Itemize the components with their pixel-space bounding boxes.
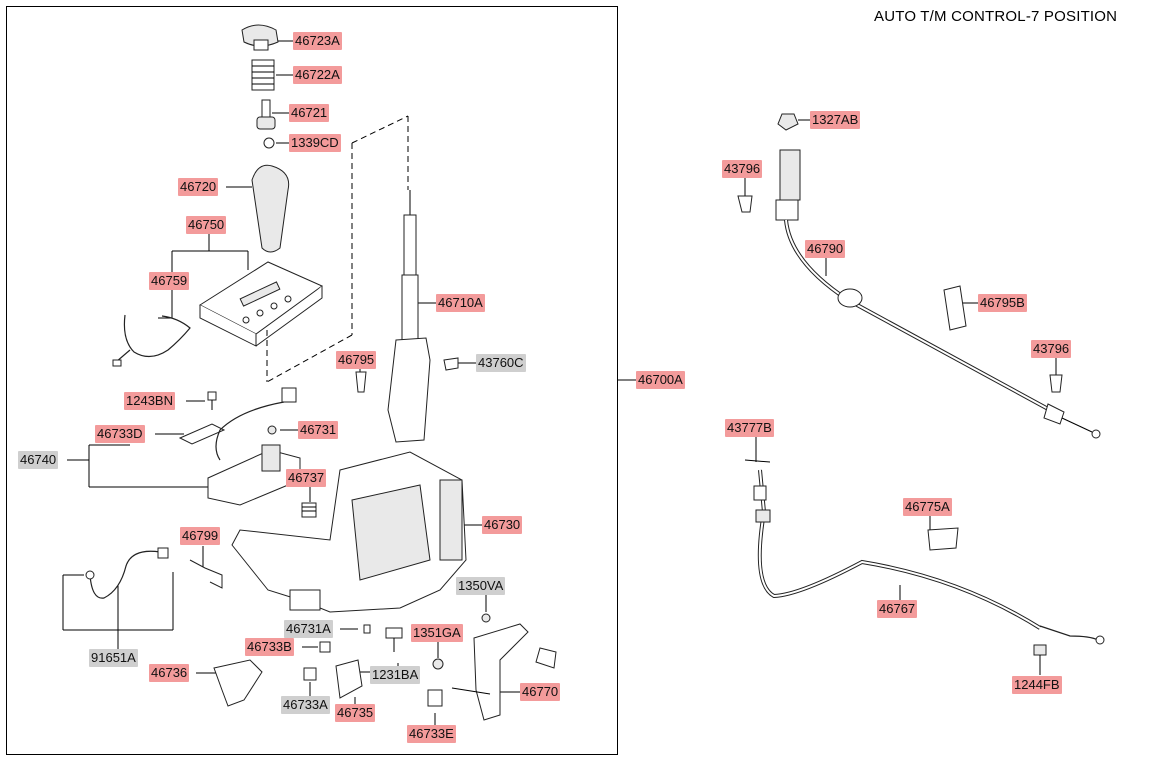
part-label-43796-upper[interactable]: 43796 (722, 160, 763, 178)
diagram-title: AUTO T/M CONTROL-7 POSITION (874, 8, 1118, 25)
pin-46731A (363, 624, 371, 634)
base-46730 (231, 451, 467, 613)
nut-1327AB (777, 113, 799, 131)
part-label-1231BA[interactable]: 1231BA (370, 666, 421, 684)
cover-46733D (178, 423, 226, 445)
part-label-1327AB[interactable]: 1327AB (810, 111, 861, 129)
clip-43796-lower (1049, 374, 1063, 393)
shift-knob-46720 (251, 164, 290, 253)
part-label-46733D[interactable]: 46733D (95, 425, 145, 443)
part-label-46740[interactable]: 46740 (18, 451, 59, 469)
part-label-46700A[interactable]: 46700A (636, 371, 685, 389)
clip-43760C (443, 357, 459, 371)
part-label-46710A[interactable]: 46710A (436, 294, 485, 312)
bracket-46775A (927, 527, 959, 551)
clip-46733A (303, 667, 317, 681)
part-label-46731[interactable]: 46731 (298, 421, 339, 439)
part-label-1244FB[interactable]: 1244FB (1012, 676, 1062, 694)
part-label-46722A[interactable]: 46722A (293, 66, 342, 84)
part-label-43760C[interactable]: 43760C (476, 354, 526, 372)
washer-1351GA (432, 658, 444, 670)
spring-46737 (301, 502, 317, 518)
part-label-46733A[interactable]: 46733A (281, 696, 330, 714)
part-label-46795B[interactable]: 46795B (978, 294, 1027, 312)
cable-46767 (744, 459, 1105, 645)
clip-46799 (189, 559, 223, 589)
part-label-46736[interactable]: 46736 (149, 664, 190, 682)
button-46721 (256, 99, 276, 130)
part-label-46767[interactable]: 46767 (877, 600, 918, 618)
part-label-46750[interactable]: 46750 (186, 216, 227, 234)
wire-46759 (112, 314, 191, 367)
part-label-46770[interactable]: 46770 (520, 683, 561, 701)
part-label-43796-lower[interactable]: 43796 (1031, 340, 1072, 358)
bolt-1243BN (207, 391, 217, 410)
part-label-46733E[interactable]: 46733E (407, 725, 456, 743)
part-label-46775A[interactable]: 46775A (903, 498, 952, 516)
indicator-panel-46750 (198, 261, 323, 347)
part-label-46721[interactable]: 46721 (289, 104, 330, 122)
part-label-1350VA[interactable]: 1350VA (456, 577, 506, 595)
bracket-46736 (213, 659, 263, 707)
part-label-46737[interactable]: 46737 (286, 469, 327, 487)
cable-46790 (775, 149, 1101, 439)
wire-91651A (85, 547, 169, 599)
part-label-1351GA[interactable]: 1351GA (411, 624, 463, 642)
part-label-46733B[interactable]: 46733B (245, 638, 294, 656)
shaft-46710A (387, 190, 431, 443)
nut-1339CD (263, 137, 275, 149)
solenoid-46740 (207, 387, 301, 506)
clip-43796-upper (737, 195, 753, 213)
part-label-1243BN[interactable]: 1243BN (124, 392, 175, 410)
bracket-46795B (943, 285, 967, 331)
lever-46770 (451, 623, 557, 721)
bolt-1231BA (385, 627, 403, 652)
clip-46733B (319, 641, 331, 653)
lever-46735 (335, 659, 363, 699)
bushing-1350VA (481, 613, 491, 623)
leader-lines (62, 40, 1057, 726)
part-label-46799[interactable]: 46799 (180, 527, 221, 545)
clip-46795 (355, 371, 367, 393)
part-label-43777B[interactable]: 43777B (725, 419, 774, 437)
part-label-46731A[interactable]: 46731A (284, 620, 333, 638)
assembly-frame (6, 6, 618, 755)
part-label-46795[interactable]: 46795 (336, 351, 377, 369)
spring-46722A (251, 59, 275, 91)
part-label-46790[interactable]: 46790 (805, 240, 846, 258)
part-label-91651A[interactable]: 91651A (89, 649, 138, 667)
part-label-46723A[interactable]: 46723A (293, 32, 342, 50)
part-label-46735[interactable]: 46735 (335, 704, 376, 722)
part-label-1339CD[interactable]: 1339CD (289, 134, 341, 152)
spring-46731 (267, 425, 277, 435)
part-label-46730[interactable]: 46730 (482, 516, 523, 534)
bolt-1244FB (1033, 644, 1047, 662)
knob-cap-46723A (241, 24, 279, 51)
part-label-46759[interactable]: 46759 (149, 272, 190, 290)
part-label-46720[interactable]: 46720 (178, 178, 219, 196)
pin-46733E (427, 689, 443, 707)
